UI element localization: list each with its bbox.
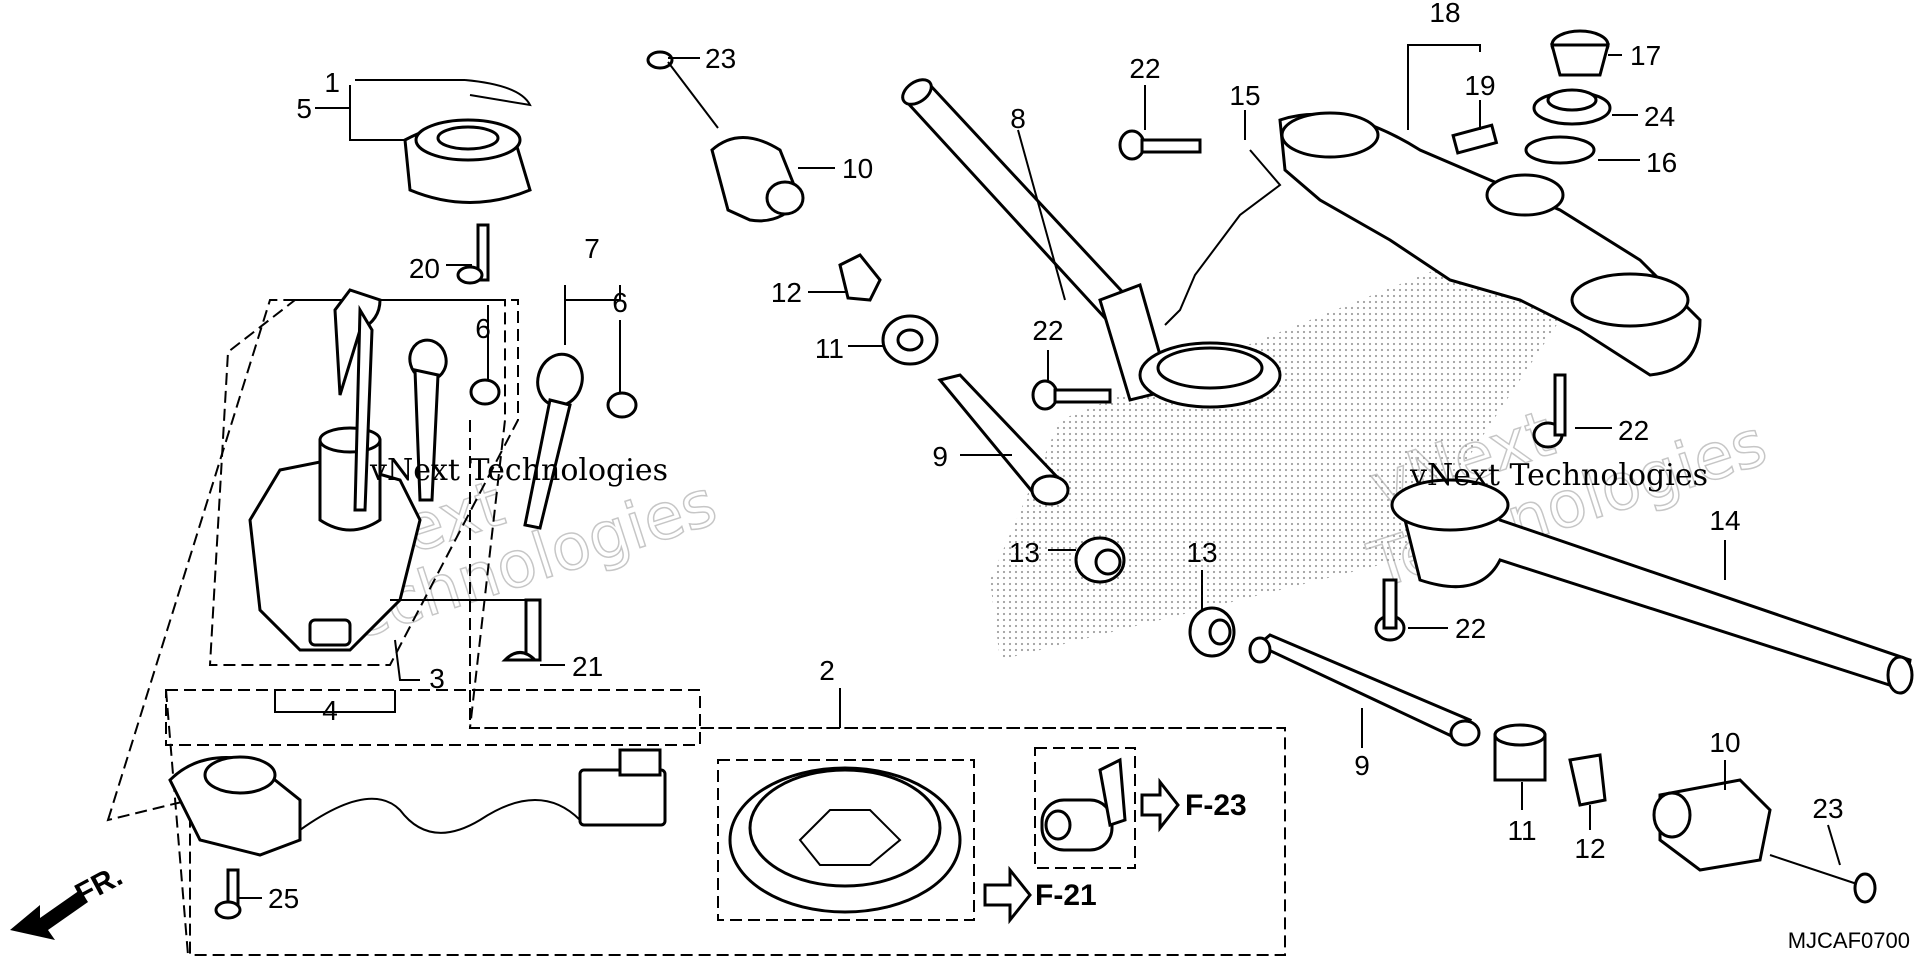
label-22c: 22 [1618,415,1649,446]
label-14: 14 [1709,505,1740,536]
label-25: 25 [268,883,299,914]
ref-f21: F-21 [1035,879,1097,912]
clip-12-top [838,253,882,302]
bar-end-10-top [710,136,805,223]
washer-16 [1524,135,1596,165]
gear-13-low [1188,606,1236,658]
label-22a: 22 [1129,53,1160,84]
bolt-22-low [1374,578,1406,642]
boundary-keyset [469,420,1285,729]
boundary-seat-lock [1034,747,1136,869]
rubber-11-low [1493,723,1547,782]
label-4: 4 [322,695,338,726]
label-6b: 6 [612,287,628,318]
fuel-cap [728,766,962,914]
label-13a: 13 [1009,537,1040,568]
label-11a: 11 [815,333,844,364]
label-24: 24 [1644,101,1675,132]
label-1: 1 [324,67,340,98]
label-10a: 10 [842,153,873,184]
label-23b: 23 [1812,793,1843,824]
watermark-right: vNext Technologies [1409,458,1708,493]
key-set [333,288,584,530]
label-3: 3 [429,663,445,694]
clip-12-low [1568,753,1607,807]
boundary-ignition [208,299,519,666]
harness-sensor [168,748,667,857]
label-15: 15 [1229,80,1260,111]
handlebar-right [1390,478,1914,695]
screw-21 [501,598,542,662]
cap-17 [1550,29,1610,77]
knob-cover [403,118,532,204]
label-17: 17 [1630,40,1661,71]
boundary-harness-top [165,689,701,746]
bolt-23-top [646,50,719,129]
part-labels: 1 2 3 4 5 6 6 7 8 9 9 10 10 11 11 12 12 … [268,0,1844,914]
label-21: 21 [572,651,603,682]
group-boundaries [106,299,1286,956]
bolt-22-right [1532,373,1567,449]
bolt-22-mid [1031,379,1112,411]
label-18: 18 [1429,0,1460,28]
rubber-11-top [881,314,939,366]
diagram-code: MJCAF0700 [1788,928,1910,953]
screw-25 [214,868,242,920]
bar-end-10-low [1652,778,1772,872]
handlebar-left [901,78,1282,409]
screw-20 [456,223,490,285]
arrow-f21 [983,865,1032,925]
bolt-23-low [1769,854,1877,904]
shaft-9-top [937,373,1070,506]
top-bridge [1278,111,1702,377]
boundary-harness-left [165,689,189,956]
watermark-left: vNext Technologies [369,453,668,488]
leader-lines [238,44,1841,899]
label-8: 8 [1010,103,1026,134]
shaft-9-low [1248,633,1481,747]
nut-24 [1532,88,1612,126]
label-12a: 12 [771,277,802,308]
label-23a: 23 [705,43,736,74]
label-22b: 22 [1032,315,1063,346]
gear-13-top [1074,536,1126,584]
clip-ring [464,79,532,107]
label-2: 2 [819,655,835,686]
label-13b: 13 [1186,537,1217,568]
label-9b: 9 [1354,750,1370,781]
label-11b: 11 [1507,815,1536,846]
boundary-assembly [106,299,1286,956]
label-7: 7 [584,233,600,264]
wire-15 [1164,149,1282,326]
ref-f23: F-23 [1185,789,1247,822]
label-19: 19 [1464,70,1495,101]
label-9a: 9 [932,441,948,472]
ring-6-right [606,391,638,419]
label-10b: 10 [1709,727,1740,758]
label-6a: 6 [475,313,491,344]
label-20: 20 [409,253,440,284]
stipple-watermark [990,260,1560,660]
label-12b: 12 [1574,833,1605,864]
front-arrow-icon [10,890,88,940]
arrow-f23 [1140,777,1180,833]
label-22d: 22 [1455,613,1486,644]
boundary-fuel-cap [717,759,975,921]
seat-lock [1040,757,1127,852]
label-16: 16 [1646,147,1677,178]
bolt-22-top [1118,129,1202,161]
label-5: 5 [296,93,312,124]
ring-6-left [469,378,501,406]
